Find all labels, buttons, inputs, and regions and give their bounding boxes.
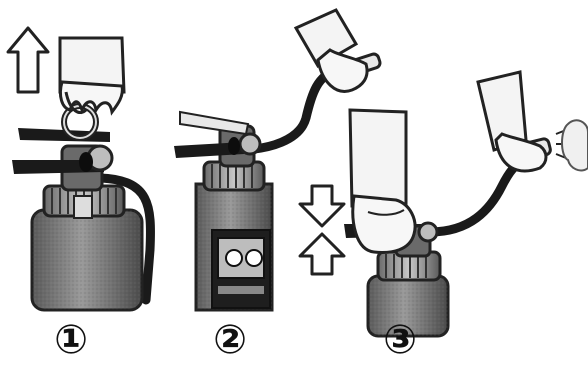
up-arrow-icon bbox=[8, 28, 48, 92]
hand-pulling-pin bbox=[60, 38, 124, 113]
extinguisher-tank bbox=[196, 162, 272, 310]
extinguisher-valve bbox=[12, 128, 112, 190]
step-2-number: ② bbox=[200, 318, 260, 362]
step-1-number: ① bbox=[41, 318, 101, 362]
step-1-pull-pin bbox=[8, 28, 150, 310]
extinguisher-tank bbox=[32, 186, 142, 310]
discharge-cloud bbox=[562, 120, 588, 170]
step-3-number: ③ bbox=[370, 318, 430, 362]
hand-holding-nozzle bbox=[296, 10, 367, 91]
extinguisher-valve bbox=[174, 112, 260, 166]
step-3-squeeze-lever bbox=[300, 72, 588, 336]
down-arrow-icon bbox=[300, 186, 344, 226]
hand-squeezing-lever bbox=[350, 110, 415, 252]
up-arrow-icon bbox=[300, 234, 344, 274]
hand-holding-nozzle bbox=[478, 72, 546, 171]
